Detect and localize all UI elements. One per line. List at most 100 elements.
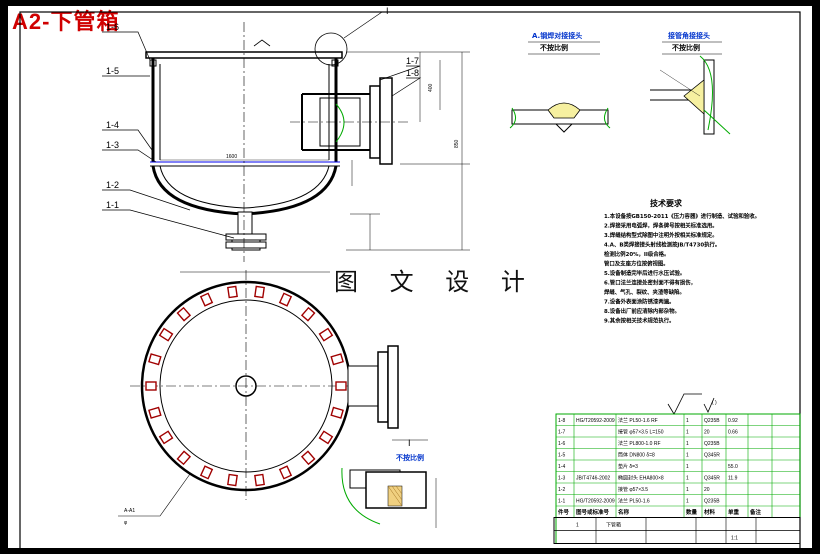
- part-1-3: 1-3: [106, 140, 119, 150]
- bom-cell: 20: [704, 430, 710, 436]
- part-1-4: 1-4: [106, 120, 119, 130]
- bolt-hole: [300, 306, 316, 322]
- bom-cell: JB/T4746-2002: [576, 476, 610, 482]
- bom-cell: 0.92: [728, 418, 738, 424]
- bom-cell: Q345R: [704, 476, 720, 482]
- bom-header-cell: 备注: [749, 508, 762, 516]
- detail-I-scale: 不按比例: [396, 453, 424, 462]
- part-1-6: 1-6: [106, 22, 119, 32]
- bolt-hole: [158, 327, 174, 342]
- bolt-hole: [199, 292, 214, 307]
- bolt-hole: [176, 306, 192, 322]
- side-nozzle: [319, 97, 361, 147]
- bom-cell: 接管 φ57×3.5: [618, 486, 648, 493]
- bom-cell: 11.9: [728, 476, 738, 482]
- part-leaders: [102, 31, 422, 239]
- flange-bolt-ring: [145, 285, 347, 487]
- bom-cell: Q345R: [704, 453, 720, 459]
- bolt-hole: [145, 381, 157, 391]
- bom-cell: 垫片 δ=3: [618, 463, 638, 470]
- bom-cell: 1-6: [558, 441, 565, 447]
- bom-cell: 1-5: [558, 453, 565, 459]
- part-1-2: 1-2: [106, 180, 119, 190]
- bom-header-cell: 单重: [728, 508, 740, 516]
- detail-circle-I: [314, 32, 348, 66]
- weld-detail-1-title: A.钢焊对接接头: [532, 31, 582, 40]
- bolt-hole: [176, 450, 192, 466]
- bolt-hole: [148, 406, 162, 419]
- bom-header-cell: 材料: [704, 508, 716, 516]
- tech-req-line: 2.焊接采用电弧焊，焊条牌号按相关标准选用。: [604, 222, 718, 230]
- weld-detail-2: [650, 41, 731, 135]
- tech-req-line: 检测比例20%，II级合格。: [604, 250, 669, 258]
- roughness-symbol: [667, 393, 715, 415]
- bom-header-cell: 件号: [558, 508, 570, 516]
- bom-header-cell: 数量: [686, 508, 698, 516]
- bom-cell: 1: [686, 476, 689, 482]
- bom-cell: HG/T20592-2009: [576, 499, 615, 505]
- bolt-hole: [227, 473, 238, 487]
- detail-I-label: I: [408, 438, 411, 448]
- tech-req-line: 3.焊缝结构型式除图中注明外按相关标准规定。: [604, 231, 718, 239]
- bom-cell: Q235B: [704, 441, 720, 447]
- tech-req-line: 管口及支座方位按俯视图。: [604, 260, 669, 268]
- weld-detail-2-scale: 不按比例: [672, 43, 700, 52]
- bom-cell: 椭圆封头 EHA800×8: [618, 475, 664, 482]
- title-block-qty: 1: [576, 523, 579, 529]
- part-1-7: 1-7: [406, 56, 419, 66]
- svg-text:( ): ( ): [712, 400, 717, 406]
- weld-detail-2-title: 接管角接接头: [668, 31, 710, 40]
- part-1-5: 1-5: [106, 66, 119, 76]
- bom-cell: 1: [686, 499, 689, 505]
- detail-I-view: [341, 439, 437, 528]
- svg-text:400: 400: [428, 83, 434, 92]
- bom-cell: 20: [704, 487, 710, 493]
- bolt-hole: [227, 285, 238, 299]
- svg-text:A-A1: A-A1: [124, 508, 135, 514]
- drawing-sheet: [8, 6, 812, 548]
- bom-cell: Q235B: [704, 499, 720, 505]
- bolt-hole: [278, 292, 293, 307]
- part-1-1: 1-1: [106, 200, 119, 210]
- bottom-flange: [225, 233, 267, 241]
- bolt-hole: [254, 285, 265, 299]
- part-1-8: 1-8: [406, 68, 419, 78]
- weld-detail-1: [509, 41, 611, 133]
- bom-cell: 1-4: [558, 464, 565, 470]
- tech-requirements: 1.本设备按GB150-2011《压力容器》进行制造、试验和验收。2.焊接采用电…: [604, 212, 760, 325]
- bolt-hole: [300, 450, 316, 466]
- bom-cell: 法兰 PL800-1.0 RF: [618, 440, 661, 447]
- svg-text:1600: 1600: [226, 154, 237, 160]
- bom-cell: 接管 φ57×3.5 L=150: [618, 429, 664, 436]
- title-block-scale: 1:1: [731, 536, 738, 542]
- bom-cell: 1: [686, 464, 689, 470]
- bom-cell: 1-1: [558, 499, 565, 505]
- bom-cell: 1: [686, 418, 689, 424]
- bom-cell: 法兰 PL50-1.6 RF: [618, 417, 658, 424]
- detail-label-I: I: [386, 6, 389, 16]
- bolt-hole: [318, 430, 334, 445]
- tech-req-line: 5.设备制造完毕后进行水压试验。: [604, 269, 685, 277]
- front-view: [145, 11, 470, 273]
- bom-cell: 1-3: [558, 476, 565, 482]
- bolt-hole: [335, 381, 347, 391]
- svg-text:850: 850: [454, 139, 460, 148]
- bolt-hole: [278, 465, 293, 480]
- bottom-nozzle: [237, 211, 253, 235]
- bom-cell: 1-2: [558, 487, 565, 493]
- inner-frame: [19, 11, 801, 551]
- bom-cell: 1: [686, 487, 689, 493]
- bolt-hole: [199, 465, 214, 480]
- weld-detail-1-scale: 不按比例: [540, 43, 568, 52]
- bom-cell: 1-7: [558, 430, 565, 436]
- tech-req-line: 焊缝、气孔、裂纹、夹渣等缺陷。: [604, 288, 685, 296]
- bom-header-cell: 图号或标准号: [576, 508, 610, 516]
- bolt-hole: [254, 473, 265, 487]
- svg-text:φ: φ: [124, 520, 128, 526]
- tech-req-line: 8.设备出厂前应清除内部杂物。: [604, 307, 680, 315]
- bolt-hole: [330, 353, 344, 366]
- tech-req-line: 6.管口法兰连接处密封面不得有损伤，: [604, 279, 696, 287]
